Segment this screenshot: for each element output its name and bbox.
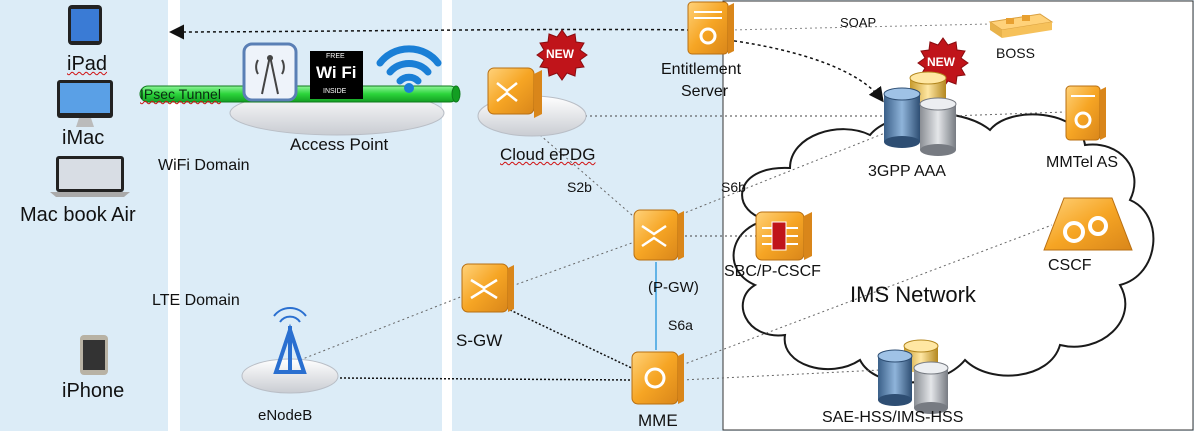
- link-enodeb-mme: [339, 377, 633, 381]
- cloud-epdg-label: Cloud ePDG: [500, 146, 595, 163]
- cscf-icon: [1043, 197, 1133, 251]
- aaa-label: 3GPP AAA: [868, 163, 946, 180]
- mmtel-label: MMTel AS: [1046, 154, 1119, 171]
- macbook-label: Mac book Air: [20, 204, 136, 226]
- link-entitlement-aaa: [727, 39, 884, 103]
- wifi-badge-brand: Wi Fi: [316, 63, 357, 82]
- soap-label: SOAP: [840, 15, 877, 30]
- wifi-signal-icon: [376, 45, 442, 93]
- aaa-database-icon: [883, 71, 957, 156]
- iphone-label: iPhone: [62, 380, 125, 402]
- mmtel-server-icon: [1065, 85, 1106, 141]
- lte-domain-label: LTE Domain: [152, 292, 240, 309]
- link-enodeb-sgw: [299, 295, 464, 361]
- ipad-label: iPad: [67, 53, 108, 75]
- macbook-icon: [50, 156, 130, 197]
- boss-icon: [988, 13, 1054, 38]
- enodeb-tower-icon: [273, 307, 307, 374]
- new-badge-epdg-text: NEW: [546, 47, 574, 61]
- access-point-label: Access Point: [290, 135, 389, 154]
- ipad-icon: [68, 5, 102, 45]
- ims-network-label: IMS Network: [850, 282, 976, 307]
- wifi-domain-label: WiFi Domain: [158, 157, 250, 174]
- wifi-badge-inside: INSIDE: [323, 88, 347, 95]
- boss-label: BOSS: [996, 45, 1035, 61]
- entitlement-server-icon: [687, 1, 734, 55]
- cloud-epdg-text: Cloud ePDG: [500, 145, 596, 164]
- link-soap: [729, 23, 991, 31]
- ims-cloud: [732, 112, 1155, 384]
- link-aaa-mmtel: [949, 111, 1066, 117]
- cscf-label: CSCF: [1048, 257, 1092, 274]
- wifi-badge-free: FREE: [326, 53, 345, 60]
- pgw-label: (P-GW): [648, 279, 699, 296]
- access-point-icon: [242, 42, 298, 102]
- sgw-label: S-GW: [456, 331, 503, 350]
- hss-label: SAE-HSS/IMS-HSS: [822, 409, 964, 426]
- link-mme-cscf: [681, 224, 1053, 366]
- hss-database-icon: [877, 339, 949, 414]
- link-sgw-pgw: [511, 239, 641, 287]
- epdg-router-icon: [487, 67, 542, 118]
- sgw-router-icon: [461, 263, 514, 313]
- sbc-label: SBC/P-CSCF: [724, 263, 821, 280]
- connections: [169, 23, 1066, 381]
- s6a-label: S6a: [668, 317, 693, 333]
- entitlement-label-1: Entitlement: [661, 61, 742, 78]
- imac-label: iMac: [62, 127, 105, 149]
- wifi-badge: [310, 51, 363, 99]
- mme-label: MME: [638, 411, 678, 430]
- new-badge-epdg: [536, 29, 588, 81]
- s2b-label: S2b: [567, 179, 592, 195]
- link-sgw-mme: [509, 309, 641, 373]
- imac-icon: [57, 80, 113, 127]
- enodeb-label: eNodeB: [258, 407, 313, 424]
- link-s2b: [539, 134, 641, 223]
- link-mme-hss: [681, 369, 881, 381]
- link-s6b: [671, 124, 906, 219]
- mme-router-icon: [631, 351, 684, 405]
- s6b-label: S6b: [721, 179, 746, 195]
- pgw-router-icon: [633, 209, 684, 261]
- sbc-firewall-icon: [755, 211, 812, 261]
- new-badge-aaa-text: NEW: [927, 55, 955, 69]
- link-entitlement-ipad: [169, 24, 691, 40]
- ipsec-tunnel-label: IPsec Tunnel: [140, 86, 221, 102]
- iphone-icon: [80, 335, 108, 375]
- tunnel-end: [451, 85, 461, 103]
- entitlement-label-2: Server: [681, 83, 729, 100]
